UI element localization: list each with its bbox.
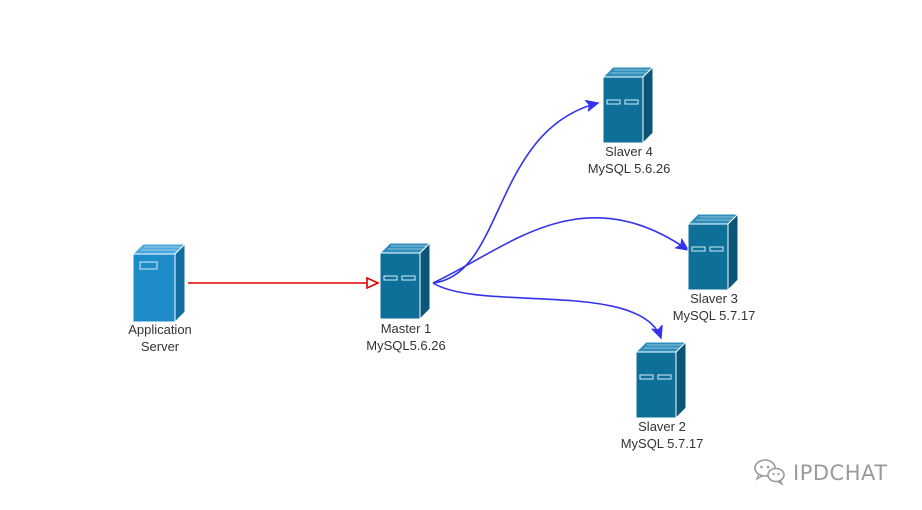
node-label-line: MySQL 5.7.17 — [621, 436, 704, 451]
server-icon — [132, 243, 186, 323]
node-label-line: MySQL 5.6.26 — [588, 161, 671, 176]
node-slaver-2: Slaver 2 MySQL 5.7.17 — [621, 341, 704, 451]
node-label-line: Slaver 4 — [605, 144, 653, 159]
server-icon — [635, 341, 687, 419]
node-label-line: Application — [128, 322, 192, 337]
node-label-line: Server — [141, 339, 180, 354]
node-label-line: MySQL 5.7.17 — [673, 308, 756, 323]
node-application-server: Application Server — [128, 243, 192, 354]
server-icon — [687, 213, 739, 291]
node-slaver-3: Slaver 3 MySQL 5.7.17 — [673, 213, 756, 323]
edge-master1-to-slaver2 — [432, 282, 661, 338]
watermark: IPDCHAT — [754, 459, 888, 486]
edge-master1-to-slaver3 — [432, 217, 688, 284]
watermark-text: IPDCHAT — [793, 461, 888, 485]
node-label-line: Master 1 — [381, 321, 432, 336]
node-slaver-4: Slaver 4 MySQL 5.6.26 — [588, 66, 671, 176]
edge-master1-to-slaver4 — [432, 103, 598, 284]
server-icon — [379, 242, 431, 320]
node-label-line: Slaver 2 — [638, 419, 686, 434]
wechat-icon — [754, 459, 785, 486]
server-icon — [602, 66, 654, 144]
node-label-line: MySQL5.6.26 — [366, 338, 446, 353]
node-master-1: Master 1 MySQL5.6.26 — [366, 242, 446, 353]
node-label-line: Slaver 3 — [690, 291, 738, 306]
